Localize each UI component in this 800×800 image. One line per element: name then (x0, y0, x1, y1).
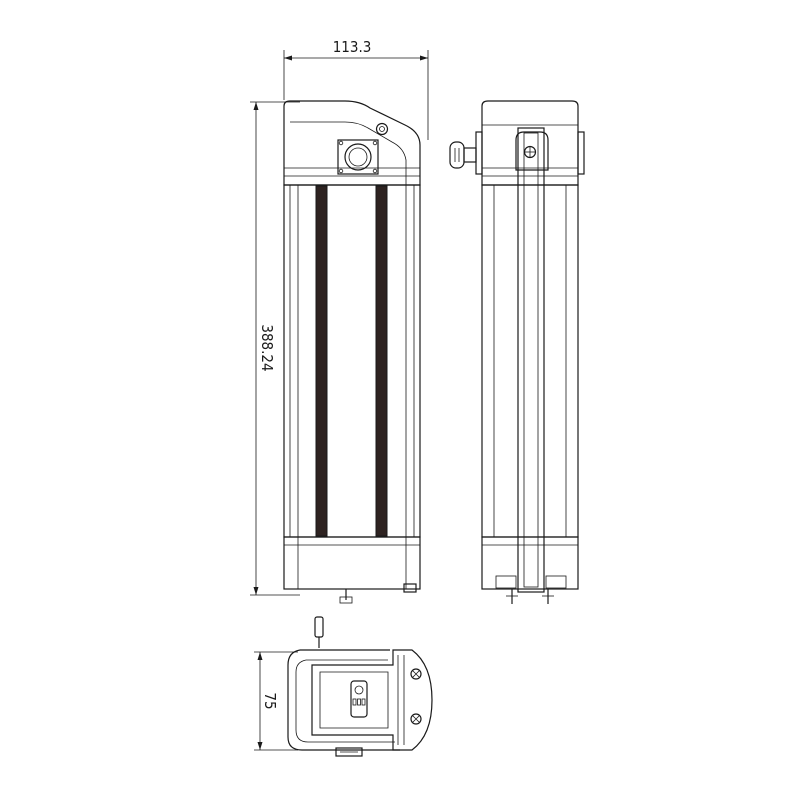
side-view (449, 100, 585, 604)
front-view: 113.3 388.24 (250, 38, 429, 604)
left-stripe (315, 185, 328, 537)
right-stripe (375, 185, 388, 537)
height-dimension-label: 388.24 (258, 324, 276, 371)
top-view: 75 (254, 616, 433, 757)
indicator-panel-icon (350, 680, 368, 718)
width-dimension: 113.3 (283, 38, 429, 140)
height-dimension: 388.24 (250, 101, 300, 596)
charge-port-icon (337, 139, 379, 175)
width-dimension-label: 113.3 (333, 38, 372, 56)
key-icon (449, 141, 477, 169)
depth-dimension-label: 75 (261, 692, 279, 709)
depth-dimension: 75 (254, 651, 298, 751)
